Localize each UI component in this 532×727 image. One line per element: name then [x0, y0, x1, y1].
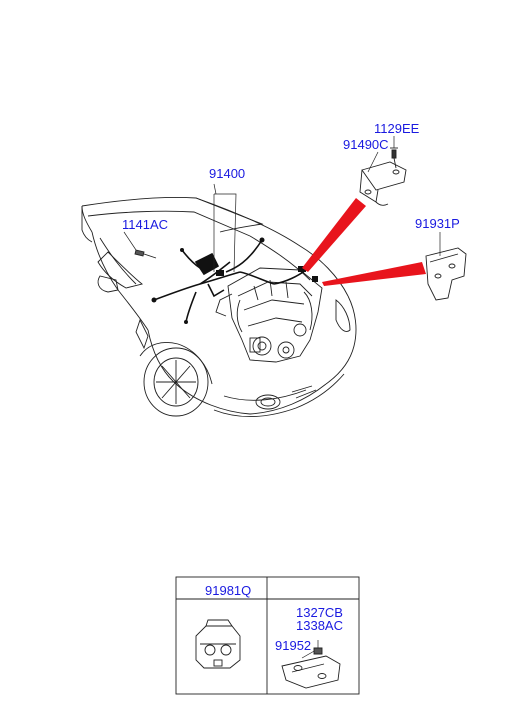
part-label-1141ac[interactable]: 1141AC	[122, 217, 169, 232]
bracket-91490c	[359, 161, 407, 206]
callout-pointers	[302, 198, 426, 286]
plate-91952-drawing	[281, 655, 341, 689]
part-label-91931p[interactable]: 91931P	[415, 216, 460, 231]
parts-table	[175, 576, 360, 695]
part-label-1338ac[interactable]: 1338AC	[296, 618, 343, 633]
nut-1327cb	[313, 647, 323, 655]
part-label-1327cb[interactable]: 1327CB	[296, 605, 343, 620]
wiring-harness	[153, 239, 307, 323]
car-body-outline	[81, 197, 357, 417]
bolt-1141ac	[134, 249, 157, 259]
engine-assembly	[215, 267, 323, 363]
part-label-91952[interactable]: 91952	[275, 638, 312, 653]
part-label-91490c[interactable]: 91490C	[343, 137, 389, 152]
part-label-1129ee[interactable]: 1129EE	[374, 121, 420, 136]
harness-clips	[151, 237, 318, 324]
part-label-91400[interactable]: 91400	[209, 166, 246, 181]
connector-91981q-drawing	[195, 619, 241, 669]
part-label-91981q[interactable]: 91981Q	[205, 583, 252, 598]
plate-91931p	[425, 247, 467, 301]
